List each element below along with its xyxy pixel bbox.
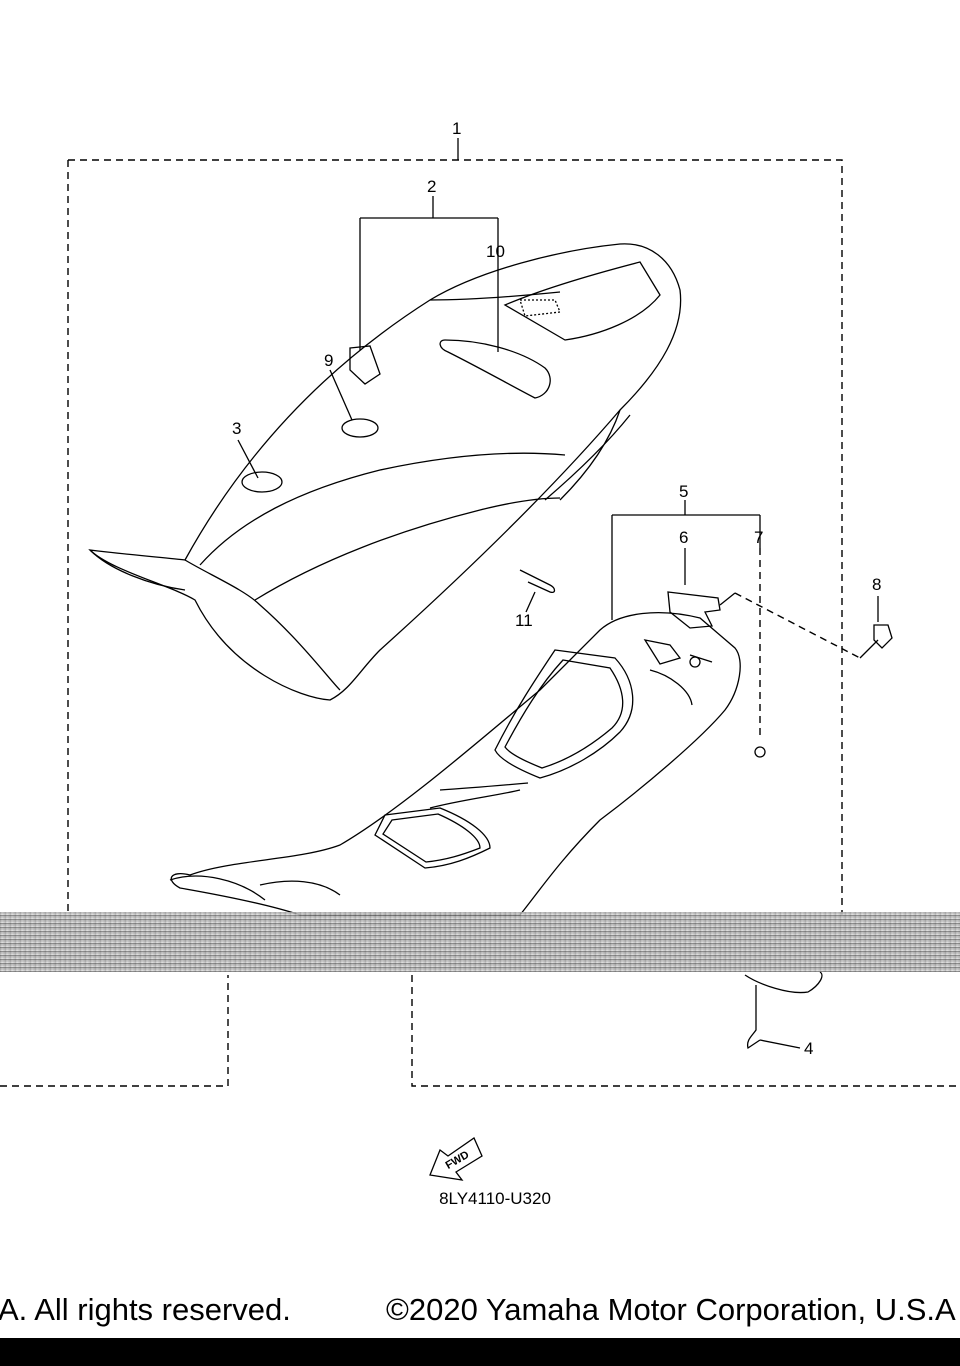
callout-5: 5 (679, 482, 688, 501)
grab-strap (439, 339, 551, 399)
seat-tab (349, 345, 381, 385)
callout-6: 6 (679, 528, 688, 547)
callout-labels: 1 2 3 4 5 6 7 8 9 10 11 FWD (232, 119, 881, 1172)
seat-cushion (88, 243, 682, 701)
fwd-arrow-icon (429, 1137, 483, 1181)
footer-copyright-text: ©2020 Yamaha Motor Corporation, U.S.A (386, 1292, 956, 1327)
leader-8 (719, 592, 879, 659)
bracket-6 (667, 591, 721, 629)
callout-1: 1 (452, 119, 461, 138)
leader-2 (359, 196, 499, 350)
callout-10: 10 (486, 242, 505, 261)
callout-7: 7 (754, 528, 763, 547)
leader-8-dashed (734, 592, 861, 659)
bottom-bar (0, 1338, 960, 1366)
assembly-box-lower-left (0, 975, 229, 1087)
plug-3 (241, 471, 283, 493)
drawing-code: 8LY4110-U320 (439, 1189, 551, 1208)
callout-3: 3 (232, 419, 241, 438)
callout-9: 9 (324, 351, 333, 370)
footer-rights-text: A. All rights reserved. (0, 1292, 291, 1327)
callout-4: 4 (804, 1039, 813, 1058)
callout-8: 8 (872, 575, 881, 594)
leader-4 (759, 1039, 801, 1049)
bolt-8 (873, 624, 893, 649)
scan-noise-band (0, 912, 960, 972)
seat-base (169, 591, 893, 994)
leader-11 (525, 591, 536, 613)
leader-3 (237, 439, 259, 479)
assembly-box-outline (67, 159, 843, 915)
callout-11: 11 (515, 611, 533, 630)
pin-4 (746, 985, 761, 1050)
leader-9 (329, 369, 353, 421)
leader-5 (611, 500, 761, 620)
pin-11 (519, 569, 556, 594)
plug-9 (341, 418, 379, 438)
washer-7 (754, 746, 766, 758)
assembly-box-lower-right (411, 975, 960, 1087)
callout-2: 2 (427, 177, 436, 196)
